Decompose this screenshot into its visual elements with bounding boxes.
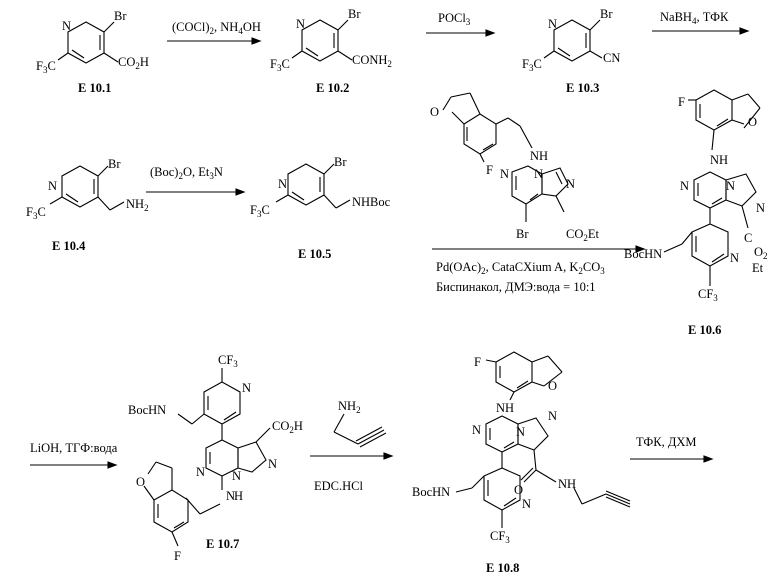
e10-6-n4: N	[730, 251, 739, 265]
e10-2-n: N	[296, 17, 305, 31]
e10-2-conh2: CONH2	[352, 53, 392, 69]
e10-7-n2: N	[196, 465, 205, 479]
e10-8-nh2: NH	[558, 477, 576, 491]
e10-6-n2: N	[726, 179, 735, 193]
e10-2-label: E 10.2	[316, 81, 349, 95]
e10-7-o: O	[136, 475, 145, 489]
cp-co2et: CO2Et	[566, 227, 600, 243]
e10-5-label: E 10.5	[298, 247, 331, 261]
compound-e10-6: O F NH N N N C O2 Et N BocHN CF3 E 10.6	[624, 90, 768, 337]
e10-4-br: Br	[108, 157, 121, 171]
reagent-6: LiOH, ТГФ:вода	[30, 441, 118, 455]
reagent-8: ТФК, ДХМ	[636, 435, 697, 449]
e10-6-n1: N	[680, 179, 689, 193]
cp-n1: N	[500, 167, 509, 181]
e10-7-n1: N	[242, 381, 251, 395]
reagent-4: (Boc)2O, Et3N	[150, 165, 223, 181]
e10-7-n4: N	[268, 457, 277, 471]
propargylamine-nh2: NH2	[338, 399, 361, 415]
e10-6-cf3: CF3	[698, 287, 718, 303]
e10-6-o: O	[748, 115, 757, 129]
e10-7-f: F	[174, 549, 181, 563]
reagent-7: EDC.HCl	[314, 479, 363, 493]
e10-6-bochn: BocHN	[624, 247, 662, 261]
cp-nh: NH	[530, 149, 548, 163]
e10-3-br: Br	[600, 7, 613, 21]
e10-3-cn: CN	[603, 51, 620, 65]
e10-6-nh: NH	[710, 153, 728, 167]
reagent-5-line1: Pd(OAc)2, CataCXium A, K2CO3	[436, 260, 605, 276]
compound-e10-7: CF3 N BocHN N N N CO2H N H O F E 10.7	[128, 353, 303, 563]
e10-4-f3c: F3C	[26, 205, 46, 221]
e10-7-co2h: CO2H	[272, 419, 303, 435]
cp-f: F	[486, 163, 493, 177]
e10-8-nh: NH	[496, 401, 514, 415]
e10-8-n2: N	[516, 425, 525, 439]
e10-3-label: E 10.3	[566, 81, 599, 95]
e10-6-label: E 10.6	[688, 323, 721, 337]
e10-3-f3c: F3C	[522, 57, 542, 73]
e10-1-br: Br	[114, 9, 127, 23]
e10-2-f3c: F3C	[270, 57, 290, 73]
e10-1-label: E 10.1	[78, 81, 111, 95]
cp-br: Br	[516, 227, 529, 241]
e10-5-br: Br	[334, 155, 347, 169]
compound-e10-3: N Br CN F3C E 10.3	[522, 7, 620, 95]
e10-7-n3: N	[232, 469, 241, 483]
e10-4-n: N	[48, 179, 57, 193]
e10-1-f3c: F3C	[36, 59, 56, 75]
reagent-2: POCl3	[438, 11, 471, 27]
compound-e10-4: N Br NH2 F3C E 10.4	[26, 157, 149, 253]
e10-8-bochn: BocHN	[412, 485, 450, 499]
e10-7-h: H	[234, 489, 243, 503]
e10-8-f: F	[474, 355, 481, 369]
e10-5-f3c: F3C	[250, 203, 270, 219]
propargylamine: NH2	[334, 399, 386, 447]
reagent-1: (COCl)2, NH4OH	[172, 20, 261, 36]
e10-6-n3: N	[756, 201, 765, 215]
e10-3-n: N	[548, 17, 557, 31]
e10-4-label: E 10.4	[52, 239, 86, 253]
coupling-partner: O F NH N N N Br CO2Et	[430, 93, 600, 243]
cp-n3: N	[566, 177, 575, 191]
e10-8-cf3: CF3	[490, 529, 510, 545]
e10-5-n: N	[278, 177, 287, 191]
compound-e10-5: N Br NHBoc F3C E 10.5	[250, 155, 391, 261]
reagent-5-line2: Биспинакол, ДМЭ:вода = 10:1	[436, 280, 596, 294]
e10-8-n1: N	[472, 423, 481, 437]
e10-7-label: E 10.7	[206, 537, 239, 551]
e10-4-nh2: NH2	[126, 197, 149, 213]
e10-8-n3: N	[548, 409, 557, 423]
reagent-3: NaBH4, ТФК	[660, 10, 729, 26]
e10-7-bochn: BocHN	[128, 403, 166, 417]
compound-e10-8: O F NH N N N O NH N BocHN CF3 E 10.8	[412, 352, 630, 575]
e10-8-label: E 10.8	[486, 561, 519, 575]
e10-6-et: Et	[752, 261, 764, 275]
e10-6-o2: O2	[754, 245, 768, 261]
e10-1-co2h: CO2H	[118, 55, 149, 71]
e10-2-br: Br	[348, 7, 361, 21]
e10-8-n4: N	[522, 497, 531, 511]
e10-8-o2: O	[514, 483, 523, 497]
e10-1-n: N	[62, 19, 71, 33]
e10-6-f: F	[678, 95, 685, 109]
cp-o: O	[430, 105, 439, 119]
compound-e10-1: N Br CO2H F3C E 10.1	[36, 9, 149, 95]
e10-6-c: C	[744, 231, 752, 245]
compound-e10-2: N Br CONH2 F3C E 10.2	[270, 7, 392, 95]
e10-7-cf3: CF3	[218, 353, 238, 369]
e10-8-o: O	[548, 379, 557, 393]
e10-5-nhboc: NHBoc	[352, 195, 391, 209]
